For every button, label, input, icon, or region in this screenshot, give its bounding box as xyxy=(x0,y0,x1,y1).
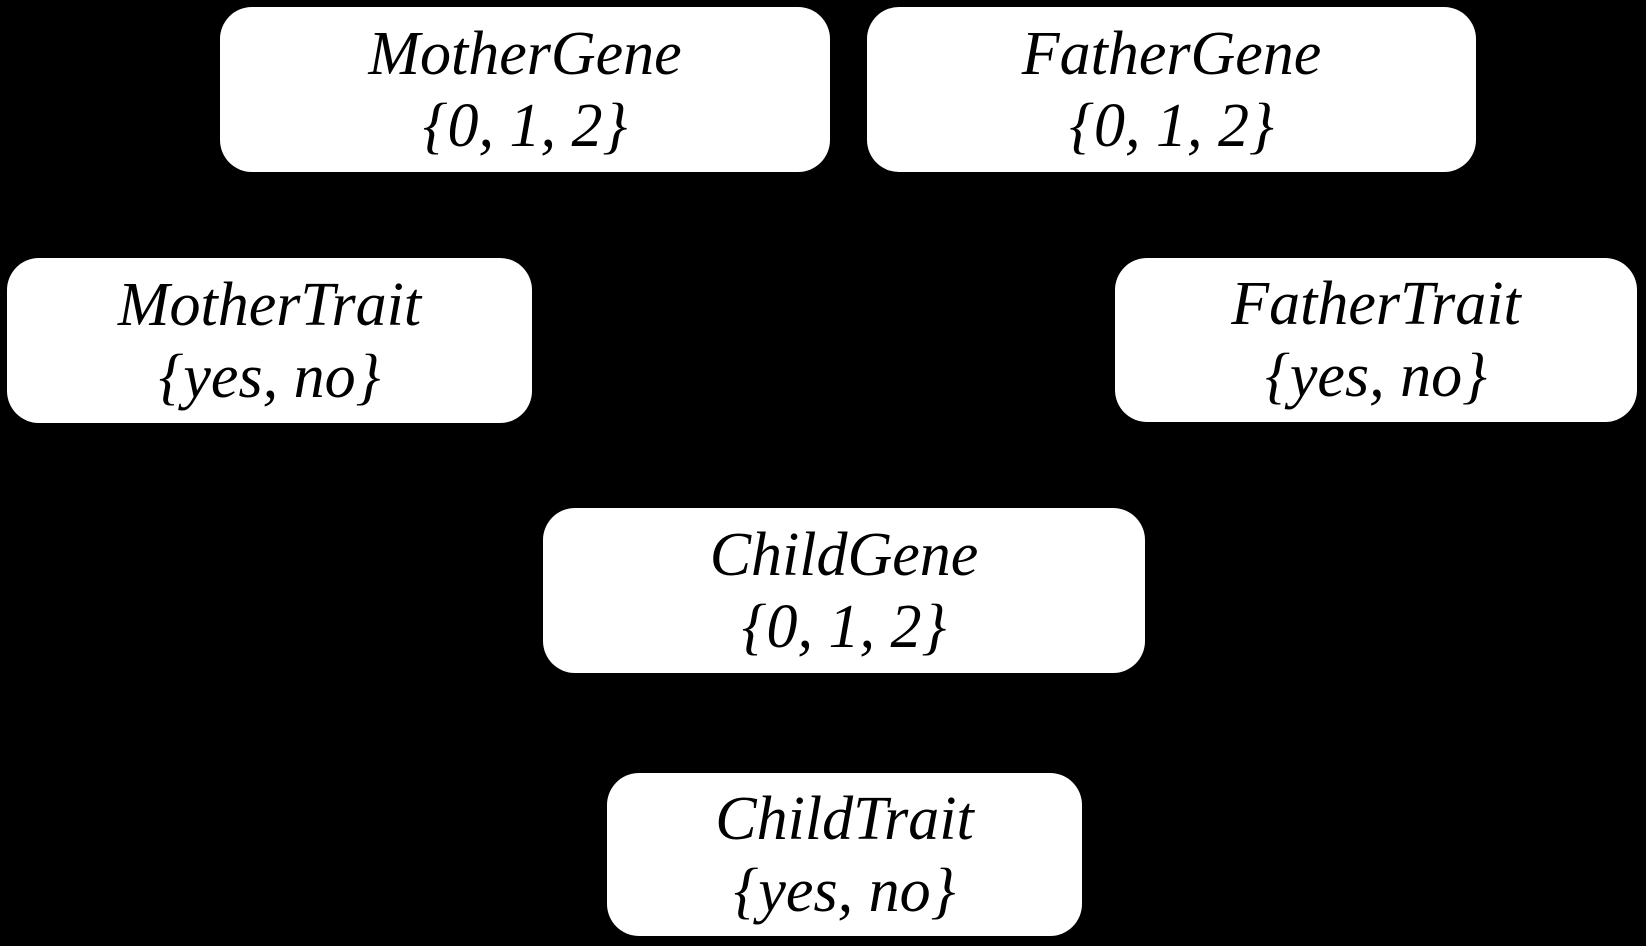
node-child-trait-label: ChildTrait xyxy=(715,784,974,853)
node-father-trait-domain: {yes, no} xyxy=(1265,342,1487,410)
node-child-gene-domain: {0, 1, 2} xyxy=(741,592,947,661)
node-mother-gene-domain: {0, 1, 2} xyxy=(422,91,628,160)
node-father-gene-label: FatherGene xyxy=(1021,19,1322,88)
node-father-trait: FatherTrait {yes, no} xyxy=(1115,258,1637,422)
node-mother-gene: MotherGene {0, 1, 2} xyxy=(220,7,830,172)
node-mother-trait-domain: {yes, no} xyxy=(158,342,381,411)
node-father-trait-label: FatherTrait xyxy=(1231,270,1521,338)
node-father-gene: FatherGene {0, 1, 2} xyxy=(867,7,1476,172)
node-child-trait-domain: {yes, no} xyxy=(733,856,956,925)
node-child-trait: ChildTrait {yes, no} xyxy=(607,773,1082,936)
node-mother-trait: MotherTrait {yes, no} xyxy=(7,258,532,423)
node-child-gene: ChildGene {0, 1, 2} xyxy=(543,508,1145,673)
node-mother-trait-label: MotherTrait xyxy=(117,270,422,339)
node-child-gene-label: ChildGene xyxy=(709,520,979,589)
node-father-gene-domain: {0, 1, 2} xyxy=(1069,91,1274,160)
node-mother-gene-label: MotherGene xyxy=(368,19,682,88)
